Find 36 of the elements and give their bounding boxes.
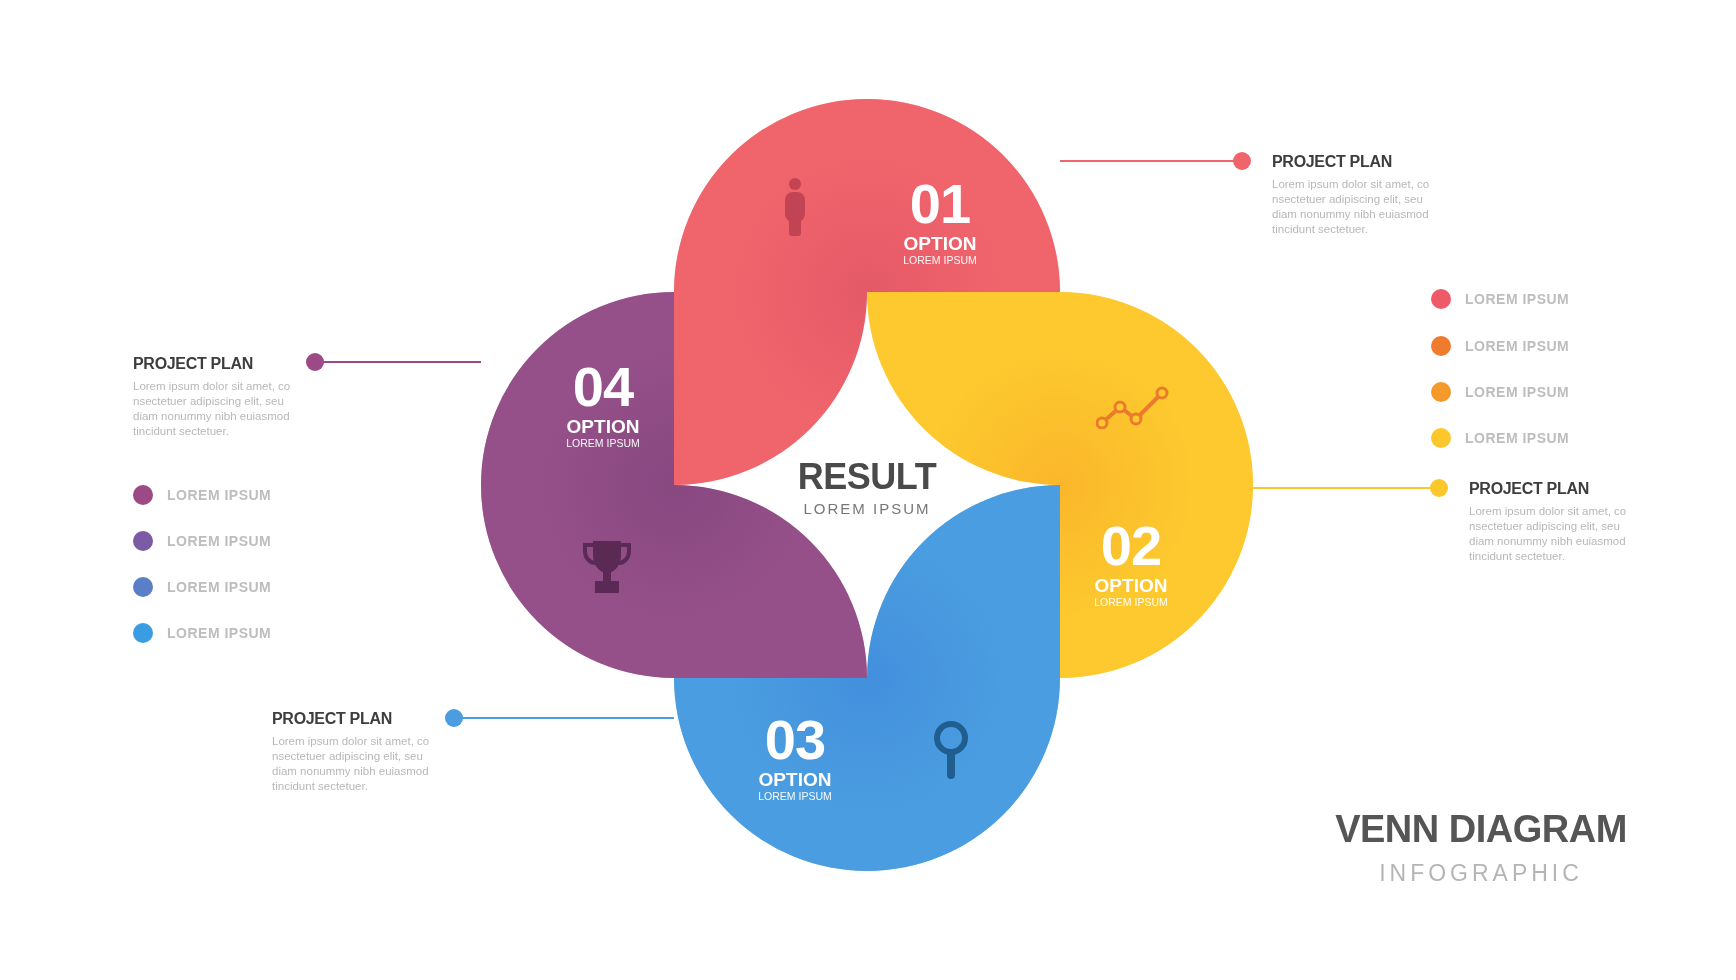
legend-text: LOREM IPSUM	[167, 533, 272, 549]
option-title: OPTION	[758, 770, 832, 790]
leader-line	[306, 353, 482, 371]
legend-text: LOREM IPSUM	[167, 625, 272, 641]
option-number: 01	[909, 176, 971, 232]
legend-text: LOREM IPSUM	[1465, 430, 1570, 446]
subtitle: INFOGRAPHIC	[1379, 860, 1583, 887]
block-heading: PROJECT PLAN	[1469, 479, 1590, 499]
legend-text: LOREM IPSUM	[167, 487, 272, 503]
block-text: Lorem ipsum dolor sit amet, co nsectetuer adipiscing elit, seu diam nonummy nibh euiasmod tincidunt sectetuer.	[272, 734, 431, 794]
center-subtitle: LOREM IPSUM	[803, 500, 931, 517]
option-title: OPTION	[566, 417, 640, 437]
diagram-title: VENN DIAGRAM	[1335, 808, 1627, 851]
legend-text: LOREM IPSUM	[1465, 338, 1570, 354]
option-title: OPTION	[903, 234, 977, 254]
block-text: Lorem ipsum dolor sit amet, co nsectetuer adipiscing elit, seu diam nonummy nibh euiasmod tincidunt sectetuer.	[1272, 177, 1431, 237]
legend-text: LOREM IPSUM	[1465, 384, 1570, 400]
block-text: Lorem ipsum dolor sit amet, co nsectetuer adipiscing elit, seu diam nonummy nibh euiasmod tincidunt sectetuer.	[133, 379, 292, 439]
option-subtitle: LOREM IPSUM	[758, 790, 832, 803]
option-subtitle: LOREM IPSUM	[566, 437, 640, 450]
block-heading: PROJECT PLAN	[272, 709, 393, 729]
center-title: RESULT	[797, 456, 937, 498]
block-heading: PROJECT PLAN	[1272, 152, 1393, 172]
block-heading: PROJECT PLAN	[133, 354, 254, 374]
block-text: Lorem ipsum dolor sit amet, co nsectetuer adipiscing elit, seu diam nonummy nibh euiasmod tincidunt sectetuer.	[1469, 504, 1628, 564]
option-subtitle: LOREM IPSUM	[1094, 596, 1168, 609]
option-number: 03	[764, 712, 826, 768]
legend-text: LOREM IPSUM	[1465, 291, 1570, 307]
legend-text: LOREM IPSUM	[167, 579, 272, 595]
option-number: 04	[572, 359, 634, 415]
option-title: OPTION	[1094, 576, 1168, 596]
leader-line	[1252, 479, 1448, 497]
option-number: 02	[1100, 518, 1162, 574]
leader-line	[1059, 152, 1251, 170]
option-subtitle: LOREM IPSUM	[903, 254, 977, 267]
leader-line	[445, 709, 675, 727]
